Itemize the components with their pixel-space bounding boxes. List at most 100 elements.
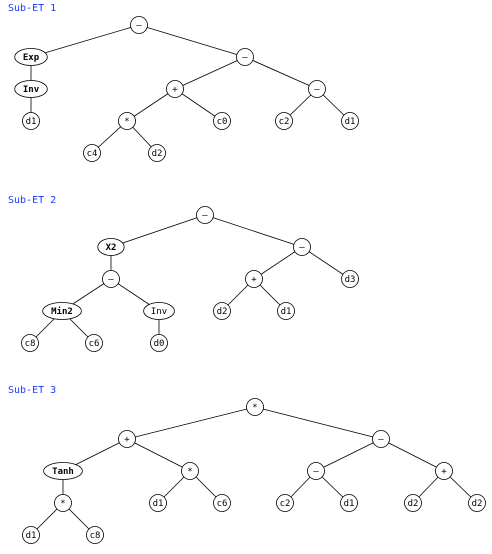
- node-label: c2: [279, 117, 290, 127]
- node-label: d1: [26, 531, 37, 541]
- tree-node-times: *: [246, 398, 264, 416]
- node-circle: [166, 80, 184, 98]
- node-label: d0: [154, 339, 165, 349]
- node-label: Exp: [23, 53, 40, 63]
- tree-node-minus: –: [372, 430, 390, 448]
- node-circle: [435, 462, 453, 480]
- node-circle: [150, 334, 168, 352]
- node-circle: [130, 16, 148, 34]
- node-label: d2: [152, 149, 163, 159]
- tree-edge: [174, 56, 246, 90]
- node-circle: [213, 302, 231, 320]
- node-circle: [83, 144, 101, 162]
- node-circle: [148, 144, 166, 162]
- node-circle: [21, 334, 39, 352]
- node-label: –: [202, 211, 208, 221]
- node-circle: [213, 112, 231, 130]
- node-label: c6: [89, 339, 100, 349]
- node-label: Tanh: [52, 467, 74, 477]
- node-label: –: [313, 467, 319, 477]
- tree-edge: [138, 24, 246, 58]
- node-ellipse: [42, 302, 82, 320]
- node-circle: [245, 270, 263, 288]
- node-label: Inv: [23, 85, 40, 95]
- node-circle: [307, 462, 325, 480]
- node-label: c6: [217, 499, 228, 509]
- tree-node-minus: –: [307, 462, 325, 480]
- node-circle: [118, 430, 136, 448]
- node-circle: [308, 80, 326, 98]
- node-label: –: [314, 85, 320, 95]
- tree-node-minus: –: [196, 206, 214, 224]
- node-circle: [468, 494, 486, 512]
- tree-node-d2: d2: [213, 302, 231, 320]
- node-circle: [236, 48, 254, 66]
- node-label: *: [187, 467, 192, 477]
- node-circle: [196, 206, 214, 224]
- node-label: d3: [345, 275, 356, 285]
- node-label: +: [441, 467, 447, 477]
- tree-node-plus: +: [245, 270, 263, 288]
- node-label: d1: [26, 117, 37, 127]
- tree-node-d1: d1: [149, 494, 167, 512]
- tree-node-c2: c2: [276, 494, 294, 512]
- node-label: +: [172, 85, 178, 95]
- tree-title-sub-et-3: Sub-ET 3: [8, 385, 57, 396]
- node-label: +: [124, 435, 130, 445]
- tree-edge: [204, 214, 303, 248]
- tree-edge: [126, 438, 191, 472]
- tree-node-d2: d2: [468, 494, 486, 512]
- node-label: Min2: [51, 306, 73, 317]
- node-circle: [275, 112, 293, 130]
- node-label: c8: [25, 339, 36, 349]
- tree-edge: [110, 214, 206, 248]
- tree-edge: [244, 56, 318, 90]
- node-label: c4: [87, 149, 98, 159]
- tree-node-tanh: Tanh: [43, 462, 83, 480]
- tree-node-times: *: [181, 462, 199, 480]
- tree-node-d3: d3: [341, 270, 359, 288]
- tree-node-inv: Inv: [14, 80, 48, 98]
- node-circle: [54, 494, 72, 512]
- node-label: c0: [217, 117, 228, 127]
- node-label: d1: [345, 117, 356, 127]
- node-label: *: [124, 117, 129, 127]
- tree-node-minus: –: [236, 48, 254, 66]
- tree-node-d2: d2: [404, 494, 422, 512]
- tree-node-c2: c2: [275, 112, 293, 130]
- node-label: d1: [344, 499, 355, 509]
- node-circle: [404, 494, 422, 512]
- tree-node-d1: d1: [340, 494, 358, 512]
- tree-node-c6: c6: [213, 494, 231, 512]
- node-label: +: [251, 275, 257, 285]
- node-label: d2: [217, 307, 228, 317]
- tree-edge: [126, 88, 176, 122]
- tree-node-plus: +: [435, 462, 453, 480]
- tree-node-c8: c8: [86, 526, 104, 544]
- node-label: *: [60, 499, 65, 509]
- tree-edge: [380, 438, 445, 472]
- tree-node-minus: –: [308, 80, 326, 98]
- node-ellipse: [43, 462, 83, 480]
- node-label: d2: [472, 499, 483, 509]
- node-label: X2: [106, 243, 117, 253]
- tree-node-inv: Inv: [143, 302, 175, 320]
- tree-node-min2: Min2: [42, 302, 82, 320]
- node-label: c2: [280, 499, 291, 509]
- tree-node-c4: c4: [83, 144, 101, 162]
- tree-node-x2: X2: [97, 238, 125, 256]
- tree-title-sub-et-1: Sub-ET 1: [8, 3, 57, 14]
- tree-node-times: *: [118, 112, 136, 130]
- node-label: –: [108, 275, 114, 285]
- tree-edge: [30, 24, 140, 58]
- node-circle: [22, 112, 40, 130]
- tree-node-c8: c8: [21, 334, 39, 352]
- tree-node-d1: d1: [277, 302, 295, 320]
- node-label: –: [299, 243, 305, 253]
- tree-edge: [253, 246, 303, 280]
- node-ellipse: [14, 48, 48, 66]
- tree-node-d1: d1: [22, 112, 40, 130]
- node-ellipse: [97, 238, 125, 256]
